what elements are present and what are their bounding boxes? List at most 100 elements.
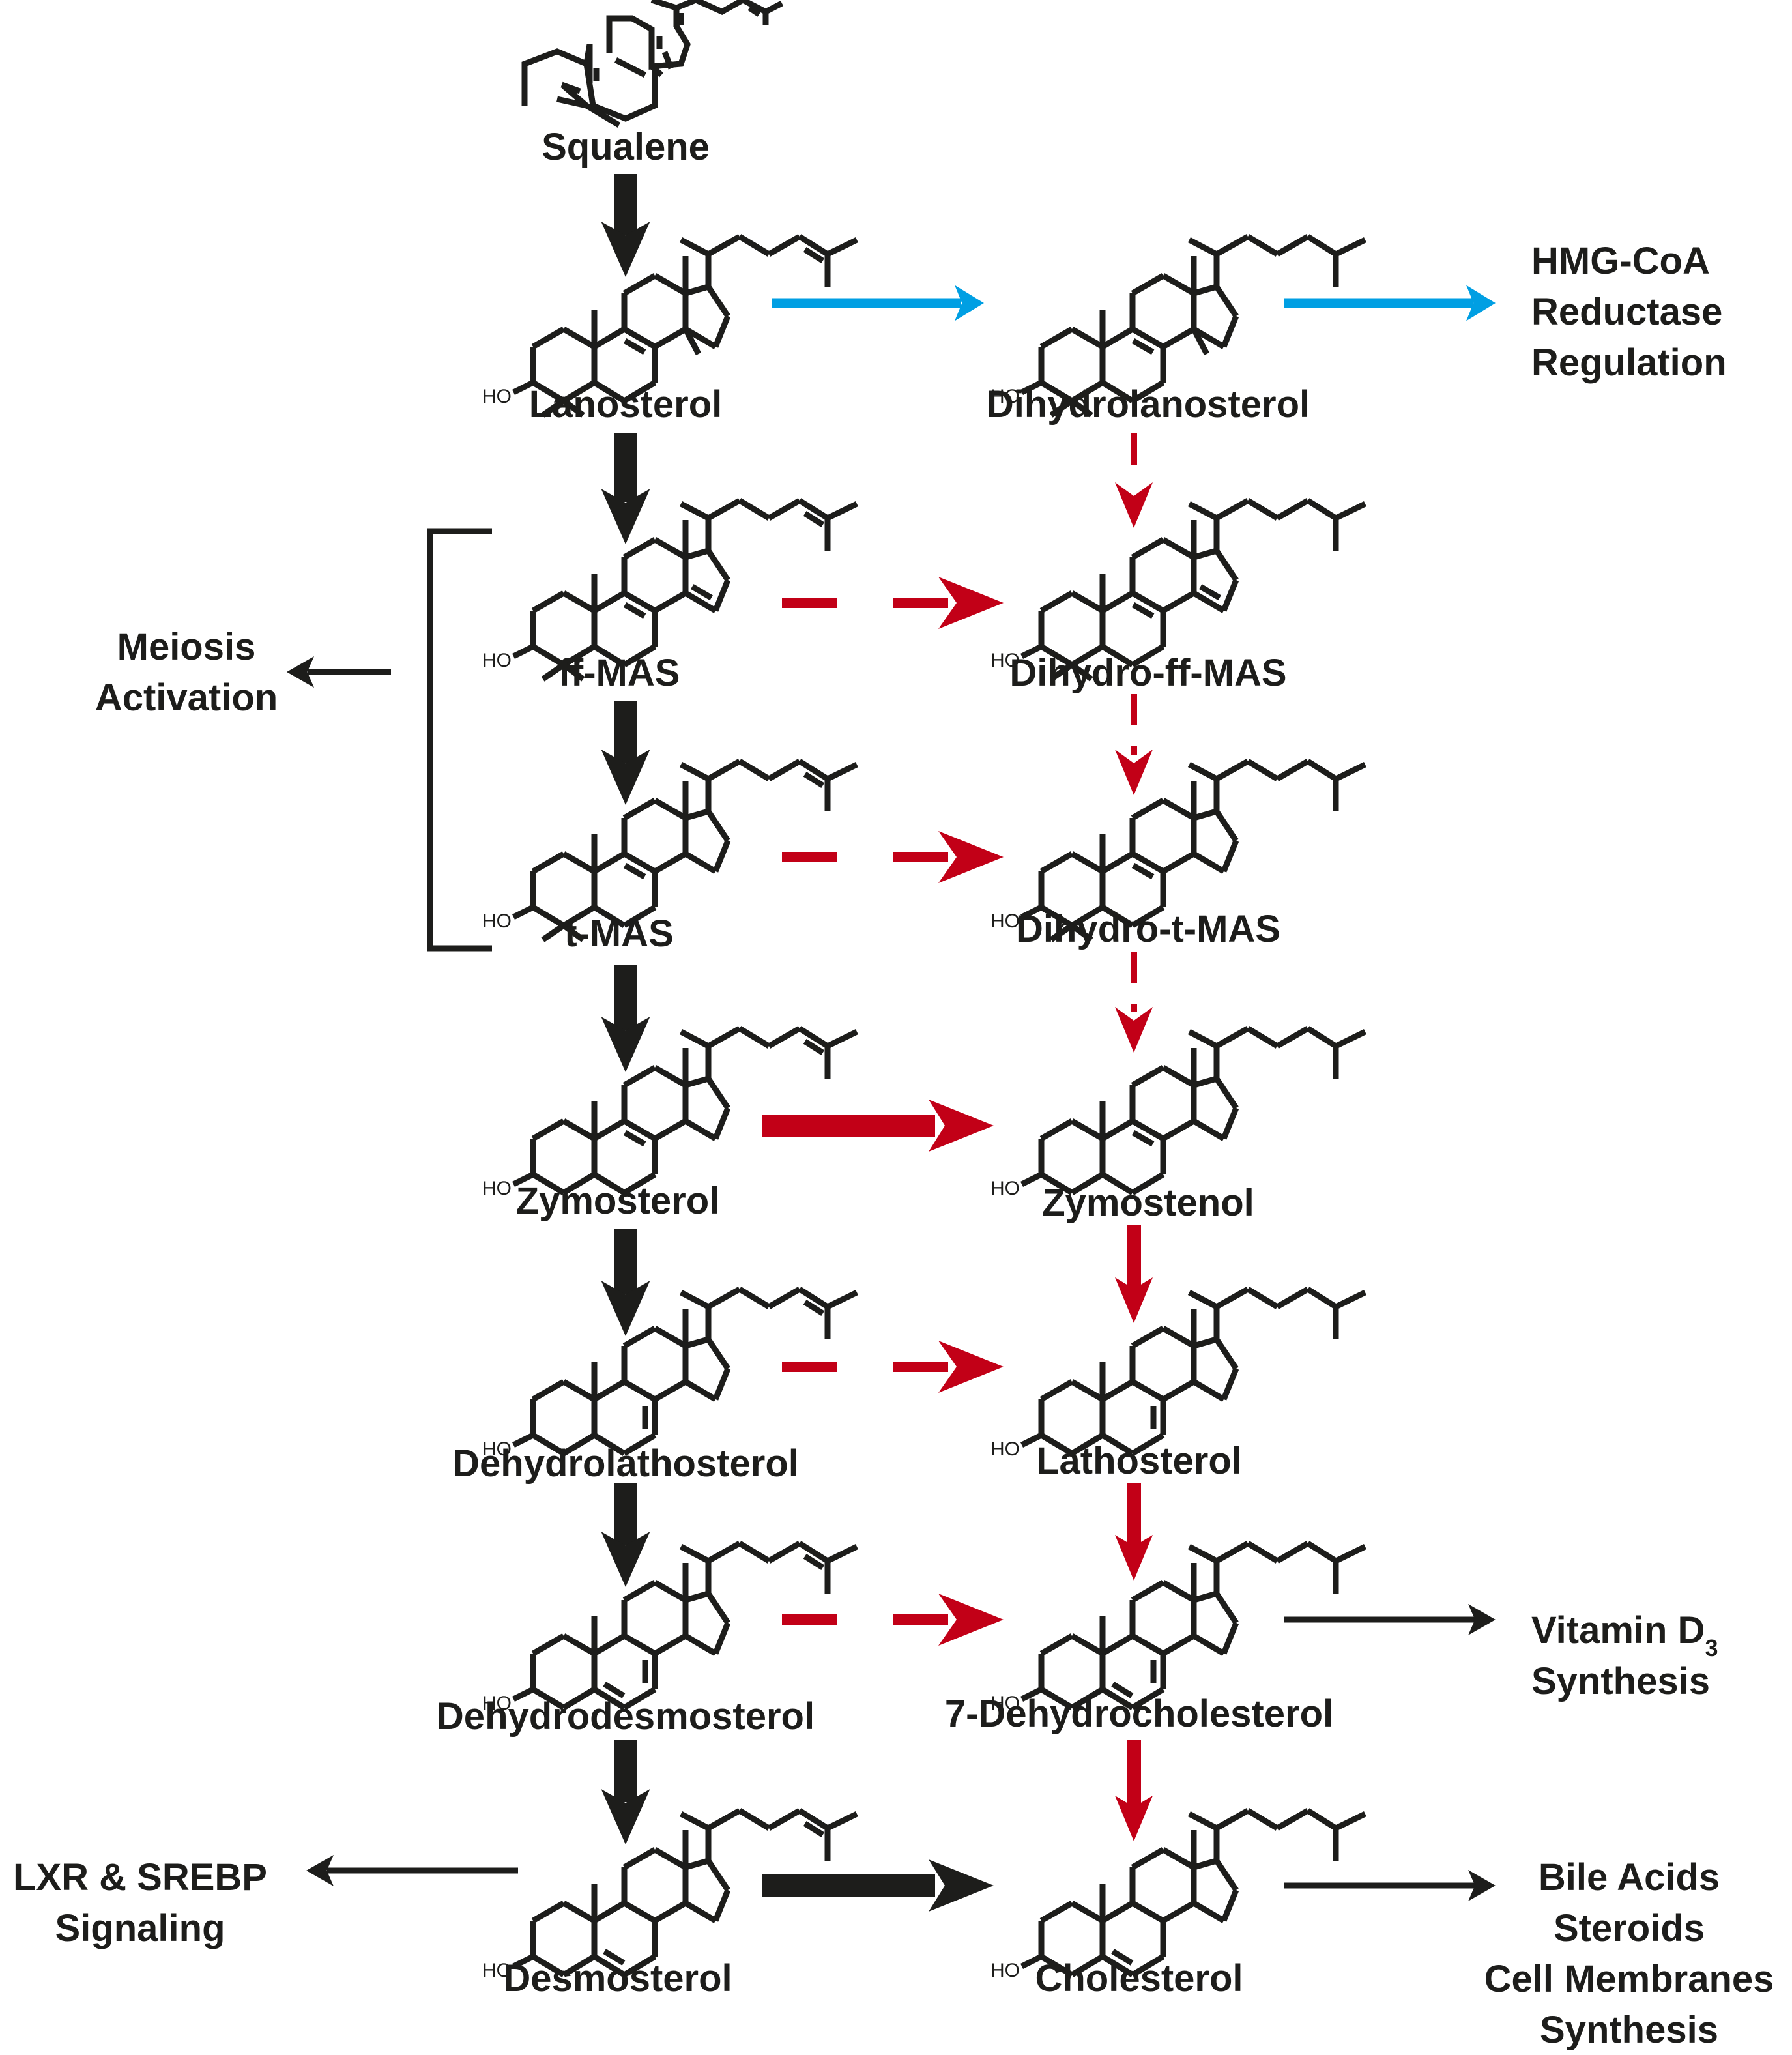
bond — [1131, 1901, 1165, 1923]
bond — [1335, 1289, 1366, 1310]
bond — [1070, 1172, 1105, 1195]
bond — [562, 851, 596, 874]
arrow-dashed-horizontal-3 — [782, 1594, 1004, 1646]
bond — [1187, 1544, 1219, 1564]
bond — [1101, 1118, 1134, 1141]
bond — [1187, 1029, 1219, 1049]
bond — [798, 1287, 830, 1309]
bond — [1187, 1290, 1219, 1309]
structure-t-mas: HO — [482, 759, 858, 942]
bond — [1275, 1808, 1310, 1831]
methyl — [1049, 923, 1074, 942]
bond — [767, 234, 802, 257]
outcome-line: Synthesis — [1540, 2009, 1718, 2051]
bond — [1192, 1633, 1226, 1656]
bond — [826, 761, 858, 782]
bond — [706, 234, 742, 257]
bond — [826, 501, 858, 521]
bond — [622, 1118, 657, 1141]
bond — [706, 1592, 730, 1625]
methyl — [541, 662, 566, 682]
arrow-dash — [893, 1362, 948, 1372]
double-bond-d24 — [803, 1554, 825, 1570]
bond — [1039, 1687, 1074, 1710]
arrow-dash — [1131, 746, 1137, 755]
bond — [562, 1172, 596, 1195]
bond — [562, 1901, 596, 1923]
outcome-line: Synthesis — [1531, 1660, 1710, 1702]
arrowhead — [929, 1100, 994, 1152]
structure-7-dehydrocholesterol: HO — [990, 1541, 1366, 1714]
bond — [1335, 761, 1366, 782]
bond — [1101, 1954, 1134, 1977]
double-bond-d8 — [1131, 863, 1155, 880]
bond — [1246, 759, 1279, 781]
vitd-text: Vitamin D — [1531, 1609, 1705, 1652]
hydroxyl-label: HO — [990, 386, 1020, 407]
arrowhead — [601, 1532, 650, 1587]
outcome-line: Activation — [95, 677, 278, 719]
bond — [712, 1622, 731, 1655]
hydroxyl-bond — [1020, 1953, 1043, 1970]
outcome-line: Vitamin D3 — [1531, 1609, 1718, 1661]
bond — [684, 327, 717, 349]
hydroxyl-bond — [1020, 1686, 1043, 1702]
label-ff-mas: ff-MAS — [558, 652, 680, 694]
bond — [679, 1544, 710, 1564]
arrow-dash — [782, 1614, 837, 1625]
arrow-dash — [893, 852, 948, 862]
bond — [1039, 1633, 1074, 1656]
bond — [684, 851, 717, 874]
bond — [1246, 498, 1279, 521]
bond — [1275, 1287, 1310, 1309]
bond — [712, 579, 731, 612]
bond — [1101, 380, 1134, 403]
methyl — [683, 327, 701, 356]
bond — [1131, 644, 1165, 667]
arrow-shaft — [1127, 1483, 1141, 1548]
arrowhead — [938, 577, 1004, 629]
arrow-left-chain-1 — [601, 433, 650, 544]
bond — [592, 851, 626, 874]
bond — [1070, 1433, 1105, 1456]
hydroxyl-bond — [1020, 1432, 1043, 1448]
bond — [826, 1289, 858, 1310]
arrow-shaft — [1284, 1882, 1475, 1889]
bond — [531, 1433, 566, 1456]
label-zymostenol: Zymostenol — [1042, 1182, 1254, 1224]
bond — [583, 44, 593, 65]
bond — [622, 1847, 657, 1870]
hydroxyl-label: HO — [482, 386, 512, 407]
arrow-to-hmgcoa-regulation — [1284, 285, 1496, 321]
bond — [1101, 1379, 1134, 1402]
double-bond-d8 — [1131, 602, 1155, 619]
bond — [653, 1379, 687, 1402]
arrow-7dhc-to-cholesterol — [1115, 1740, 1153, 1841]
arrow-left-chain-5 — [601, 1483, 650, 1587]
bond — [1275, 1541, 1310, 1564]
bond — [738, 234, 771, 257]
arrow-dash — [1131, 694, 1137, 725]
arrow-left-chain-6 — [601, 1740, 650, 1844]
hydroxyl-label: HO — [482, 1693, 512, 1714]
bond — [562, 905, 596, 928]
label-dihydrolanosterol: Dihydrolanosterol — [987, 383, 1310, 426]
bond — [592, 1901, 626, 1923]
bond — [606, 0, 769, 70]
bond — [531, 380, 566, 403]
methyl — [1070, 662, 1093, 682]
label-zymosterol: Zymosterol — [516, 1180, 720, 1222]
arrowhead — [955, 285, 984, 321]
arrow-shaft — [614, 701, 637, 763]
bond — [622, 1379, 657, 1402]
arrowhead — [1468, 1604, 1496, 1635]
arrow-shaft — [1284, 1616, 1475, 1623]
bond — [798, 1541, 830, 1564]
label-squalene: Squalene — [542, 126, 710, 168]
bond — [1221, 579, 1239, 612]
hydroxyl-label: HO — [990, 1693, 1020, 1714]
bond — [679, 762, 710, 781]
bond — [653, 1633, 687, 1656]
double-bond-d8 — [623, 863, 646, 880]
bond — [562, 590, 596, 613]
